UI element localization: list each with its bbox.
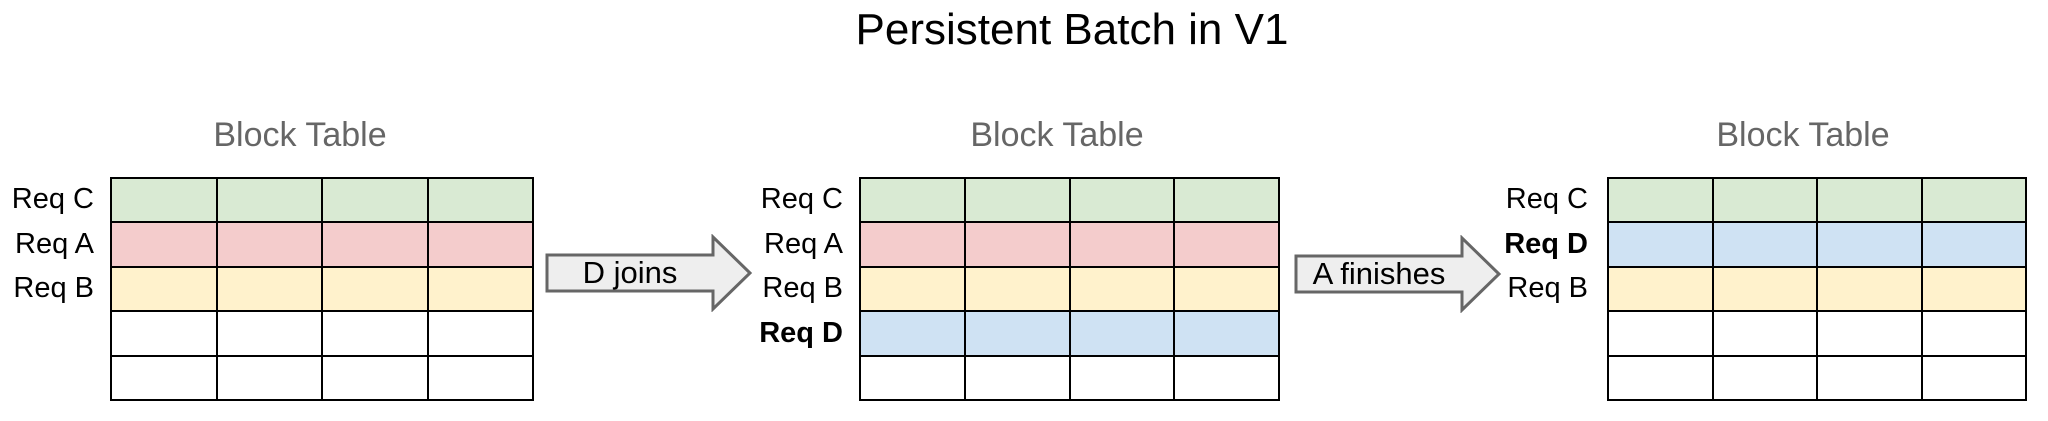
- block-cell: [1921, 178, 2026, 223]
- block-table-title: Block Table: [1716, 116, 1890, 154]
- block-cell: [322, 355, 428, 400]
- row-label-req-b: Req B: [762, 272, 843, 305]
- block-table-grid: [1607, 177, 2027, 401]
- block-cell: [1608, 266, 1713, 312]
- block-cell: [1712, 311, 1817, 356]
- block-cell: [216, 311, 322, 356]
- block-cell: [1174, 178, 1279, 223]
- block-cell: [427, 355, 533, 400]
- row-label-req-a: Req A: [15, 227, 94, 260]
- row-label-req-d: Req D: [759, 317, 843, 350]
- row-label-req-a: Req A: [764, 227, 843, 260]
- block-cell: [111, 222, 217, 267]
- row-labels: Req C Req A Req B Req D: [733, 177, 843, 401]
- block-cell: [860, 178, 965, 223]
- block-cell: [216, 178, 322, 223]
- block-cell: [111, 311, 217, 356]
- block-cell: [860, 266, 965, 312]
- block-cell: [1817, 266, 1922, 312]
- block-cell: [322, 178, 428, 223]
- block-cell: [427, 222, 533, 267]
- block-cell: [1921, 311, 2026, 356]
- block-cell: [1921, 222, 2026, 267]
- block-cell: [964, 355, 1070, 400]
- block-cell: [1174, 311, 1279, 356]
- block-cell: [860, 222, 965, 267]
- block-cell: [1608, 311, 1713, 356]
- block-cell: [1921, 266, 2026, 312]
- block-cell: [1817, 311, 1922, 356]
- row-label-req-b: Req B: [13, 272, 94, 305]
- right-arrow-icon: [545, 234, 753, 312]
- block-cell: [1817, 355, 1922, 400]
- block-cell: [216, 266, 322, 312]
- block-cell: [1069, 222, 1175, 267]
- block-cell: [1712, 266, 1817, 312]
- block-cell: [964, 222, 1070, 267]
- block-cell: [216, 355, 322, 400]
- block-cell: [111, 178, 217, 223]
- row-label-req-d: Req D: [1504, 227, 1588, 260]
- row-labels: Req C Req A Req B: [0, 177, 94, 401]
- block-table-title: Block Table: [970, 116, 1144, 154]
- row-labels: Req C Req D Req B: [1478, 177, 1588, 401]
- block-table-title: Block Table: [213, 116, 387, 154]
- block-cell: [216, 222, 322, 267]
- block-cell: [1608, 355, 1713, 400]
- block-cell: [322, 311, 428, 356]
- block-cell: [1174, 222, 1279, 267]
- block-cell: [964, 266, 1070, 312]
- block-cell: [964, 311, 1070, 356]
- block-cell: [1608, 178, 1713, 223]
- block-cell: [1174, 266, 1279, 312]
- row-label-empty: [1478, 356, 1588, 401]
- block-table-grid: [110, 177, 534, 401]
- arrow-label: A finishes: [1312, 256, 1446, 291]
- block-cell: [1608, 222, 1713, 267]
- row-label-req-c: Req C: [11, 182, 94, 215]
- block-cell: [1921, 355, 2026, 400]
- block-cell: [1712, 355, 1817, 400]
- block-cell: [111, 266, 217, 312]
- row-label-empty: [1478, 311, 1588, 356]
- block-cell: [322, 222, 428, 267]
- block-cell: [964, 178, 1070, 223]
- block-cell: [322, 266, 428, 312]
- row-label-req-c: Req C: [760, 182, 843, 215]
- block-cell: [1817, 178, 1922, 223]
- block-cell: [111, 355, 217, 400]
- block-cell: [1069, 311, 1175, 356]
- block-cell: [427, 311, 533, 356]
- arrow-label: D joins: [582, 255, 678, 290]
- block-cell: [427, 178, 533, 223]
- block-cell: [1712, 178, 1817, 223]
- row-label-req-c: Req C: [1505, 182, 1588, 215]
- transition-arrow-d-joins: D joins: [545, 234, 753, 312]
- block-cell: [1069, 178, 1175, 223]
- row-label-req-b: Req B: [1507, 272, 1588, 305]
- block-cell: [860, 355, 965, 400]
- right-arrow-icon: [1294, 235, 1502, 313]
- block-cell: [427, 266, 533, 312]
- block-table-grid: [859, 177, 1280, 401]
- block-cell: [1712, 222, 1817, 267]
- block-cell: [1174, 355, 1279, 400]
- block-cell: [860, 311, 965, 356]
- block-cell: [1069, 355, 1175, 400]
- block-cell: [1817, 222, 1922, 267]
- block-cell: [1069, 266, 1175, 312]
- page-title: Persistent Batch in V1: [855, 5, 1289, 54]
- transition-arrow-a-finishes: A finishes: [1294, 235, 1502, 313]
